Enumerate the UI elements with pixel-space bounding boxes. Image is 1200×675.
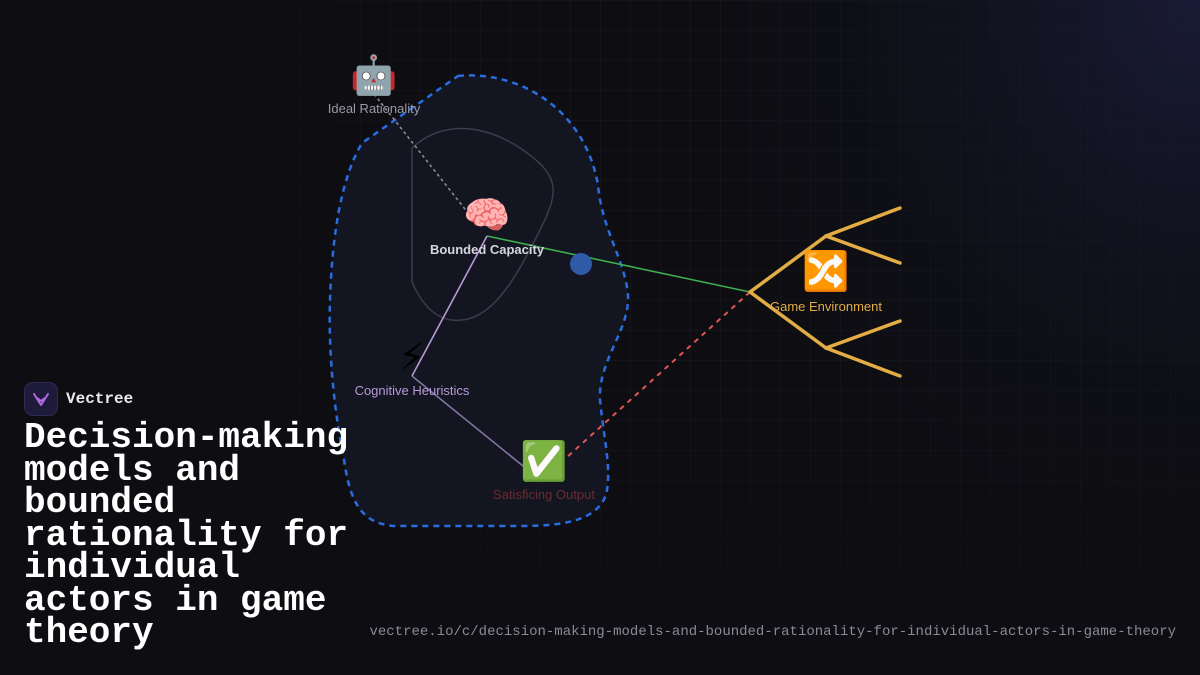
node-cognitive-heuristics[interactable]: ⚡ Cognitive Heuristics	[355, 335, 470, 398]
bounded-to-environment-link	[486, 235, 751, 293]
game-tree	[748, 206, 902, 378]
robot-icon: 🤖	[350, 53, 397, 97]
node-label: Satisficing Output	[493, 487, 595, 502]
tree-branch	[824, 234, 902, 265]
vectree-logo-icon	[24, 382, 58, 416]
node-ideal-rationality[interactable]: 🤖 Ideal Rationality	[328, 53, 421, 116]
node-label: Game Environment	[770, 299, 882, 314]
environment-to-output-link	[565, 291, 751, 459]
tree-branch	[748, 290, 828, 350]
lightning-icon: ⚡	[399, 335, 426, 379]
node-bounded-capacity[interactable]: 🧠 Bounded Capacity	[430, 193, 545, 257]
node-label: Bounded Capacity	[430, 242, 545, 257]
shuffle-icon: 🔀	[802, 249, 849, 293]
ideal-to-bounded-link	[373, 93, 473, 219]
heuristics-to-output-link	[411, 375, 529, 471]
node-satisficing-output[interactable]: ✅ Satisficing Output	[493, 439, 595, 502]
bounded-to-heuristics-link	[411, 235, 488, 377]
tree-branch	[824, 346, 902, 378]
inner-contour	[411, 127, 554, 322]
node-label: Ideal Rationality	[328, 101, 421, 116]
brand[interactable]: Vectree	[24, 382, 133, 416]
brand-name: Vectree	[66, 390, 134, 408]
tree-branch	[748, 234, 828, 294]
check-mark-icon: ✅	[520, 439, 567, 483]
node-label: Cognitive Heuristics	[355, 383, 470, 398]
brain-icon: 🧠	[463, 193, 510, 237]
boundary-marker	[570, 253, 592, 275]
page-title: Decision-making models and bounded ratio…	[24, 417, 349, 653]
rationality-boundary	[328, 74, 630, 528]
tree-branch	[824, 319, 902, 350]
tree-branch	[824, 206, 902, 238]
node-game-environment[interactable]: 🔀 Game Environment	[770, 249, 882, 314]
page-url[interactable]: vectree.io/c/decision-making-models-and-…	[369, 624, 1176, 640]
